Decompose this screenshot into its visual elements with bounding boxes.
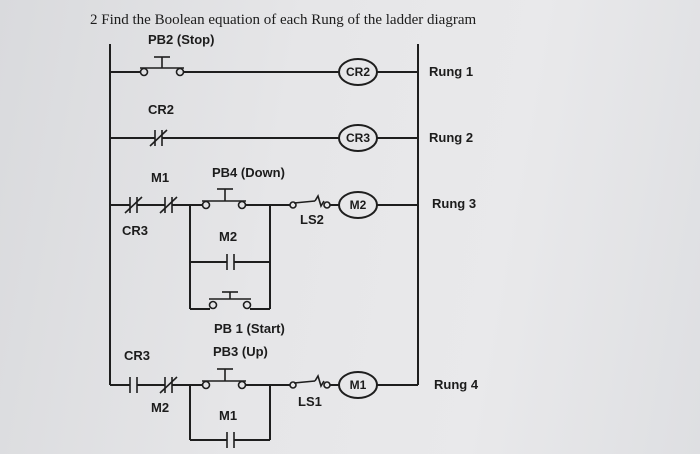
cr3-contact-label-r4: CR3 <box>124 348 150 363</box>
ls2-limit-switch <box>289 194 331 209</box>
rung-2: CR2 CR3 Rung 2 <box>110 102 473 152</box>
pb4-label: PB4 (Down) <box>212 165 285 180</box>
pb3-label: PB3 (Up) <box>213 344 268 359</box>
cr2-contact-label: CR2 <box>148 102 174 117</box>
pb4-down-contact <box>201 188 247 210</box>
coil-cr2-label: CR2 <box>346 65 370 79</box>
pb2-label: PB2 (Stop) <box>148 32 214 47</box>
ls2-label: LS2 <box>300 212 324 227</box>
coil-m1: M1 <box>338 371 378 399</box>
coil-m2: M2 <box>338 191 378 219</box>
coil-cr3-label: CR3 <box>346 131 370 145</box>
pb1-label: PB 1 (Start) <box>214 321 285 336</box>
ls1-limit-switch <box>289 374 331 389</box>
pb2-stop-contact <box>139 56 185 77</box>
coil-cr2: CR2 <box>338 58 378 86</box>
rung-3: M1 PB4 (Down) CR3 <box>110 165 476 336</box>
pb3-up-contact <box>201 368 247 390</box>
rung-3-label: Rung 3 <box>432 196 476 211</box>
m2-no-contact <box>226 254 235 270</box>
cr3-no-contact-r4 <box>129 377 138 393</box>
rung-4: PB3 (Up) CR3 M2 <box>110 344 479 448</box>
ls1-label: LS1 <box>298 394 322 409</box>
rung-2-label: Rung 2 <box>429 130 473 145</box>
question-text: 2 Find the Boolean equation of each Rung… <box>90 12 476 28</box>
rung-1: PB2 (Stop) CR2 Rung 1 <box>110 32 473 86</box>
coil-cr3: CR3 <box>338 124 378 152</box>
m2-contact-label-r4: M2 <box>151 400 169 415</box>
coil-m2-label: M2 <box>350 198 367 212</box>
rung-4-label: Rung 4 <box>434 377 479 392</box>
rung-1-label: Rung 1 <box>429 64 473 79</box>
coil-m1-label: M1 <box>350 378 367 392</box>
cr3-contact-label-r3: CR3 <box>122 223 148 238</box>
m2-contact-label: M2 <box>219 229 237 244</box>
m1-contact-label-r4: M1 <box>219 408 237 423</box>
m1-no-contact-r4 <box>226 432 235 448</box>
m1-contact-label: M1 <box>151 170 169 185</box>
pb1-start-contact <box>208 291 252 310</box>
